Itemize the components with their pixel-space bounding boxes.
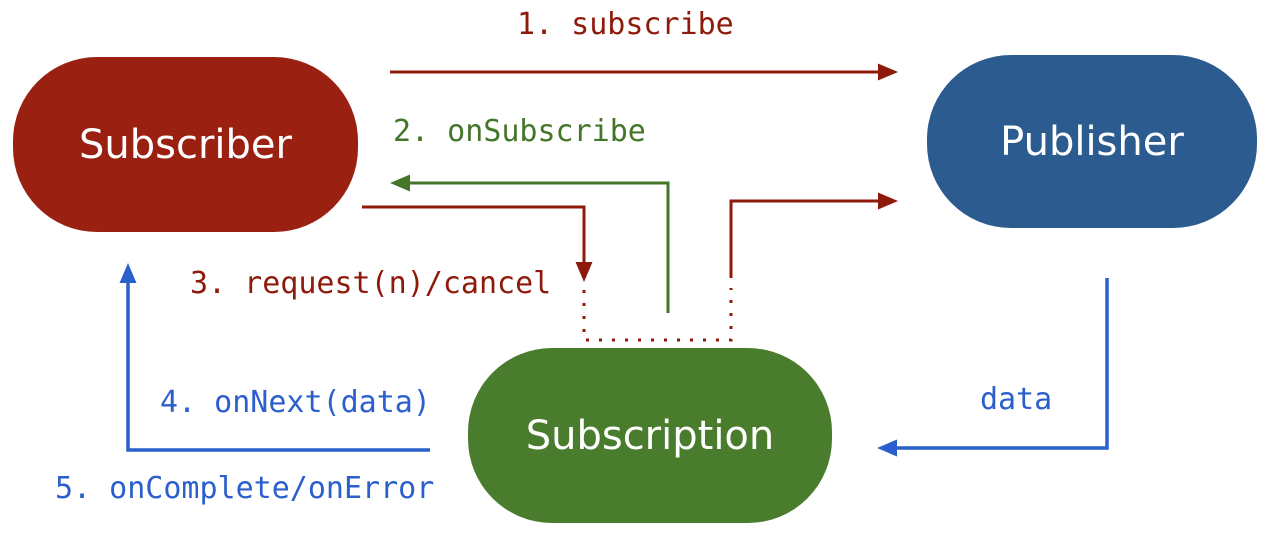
subscribe-arrow — [390, 63, 898, 81]
node-subscription-label: Subscription — [525, 412, 775, 459]
on-subscribe-arrow-head — [390, 174, 410, 192]
step-4-label: 4. onNext(data) — [160, 385, 431, 420]
node-publisher: Publisher — [927, 55, 1257, 228]
data-arrow-head — [877, 439, 897, 457]
subscription-relay-dotted — [582, 288, 733, 342]
node-publisher-label: Publisher — [1000, 118, 1184, 165]
on-next-arrow-head — [119, 263, 137, 283]
step-2-label: 2. onSubscribe — [393, 114, 646, 149]
step-3-label: 3. request(n)/cancel — [190, 266, 552, 301]
request-to-publisher-arrow — [729, 192, 898, 278]
subscribe-arrow-head — [878, 63, 898, 81]
step-1-label: 1. subscribe — [517, 7, 734, 42]
step-5-label: 5. onComplete/onError — [55, 471, 435, 506]
request-cancel-arrow — [362, 205, 593, 282]
node-subscriber-label: Subscriber — [79, 121, 292, 168]
request-to-publisher-arrow-head — [878, 192, 898, 210]
node-subscription: Subscription — [468, 348, 832, 523]
request-cancel-arrow-head — [575, 262, 593, 282]
on-next-arrow — [119, 263, 430, 452]
node-subscriber: Subscriber — [13, 57, 358, 232]
on-subscribe-arrow — [390, 174, 670, 313]
data-label: data — [980, 382, 1053, 417]
data-arrow — [877, 278, 1109, 457]
